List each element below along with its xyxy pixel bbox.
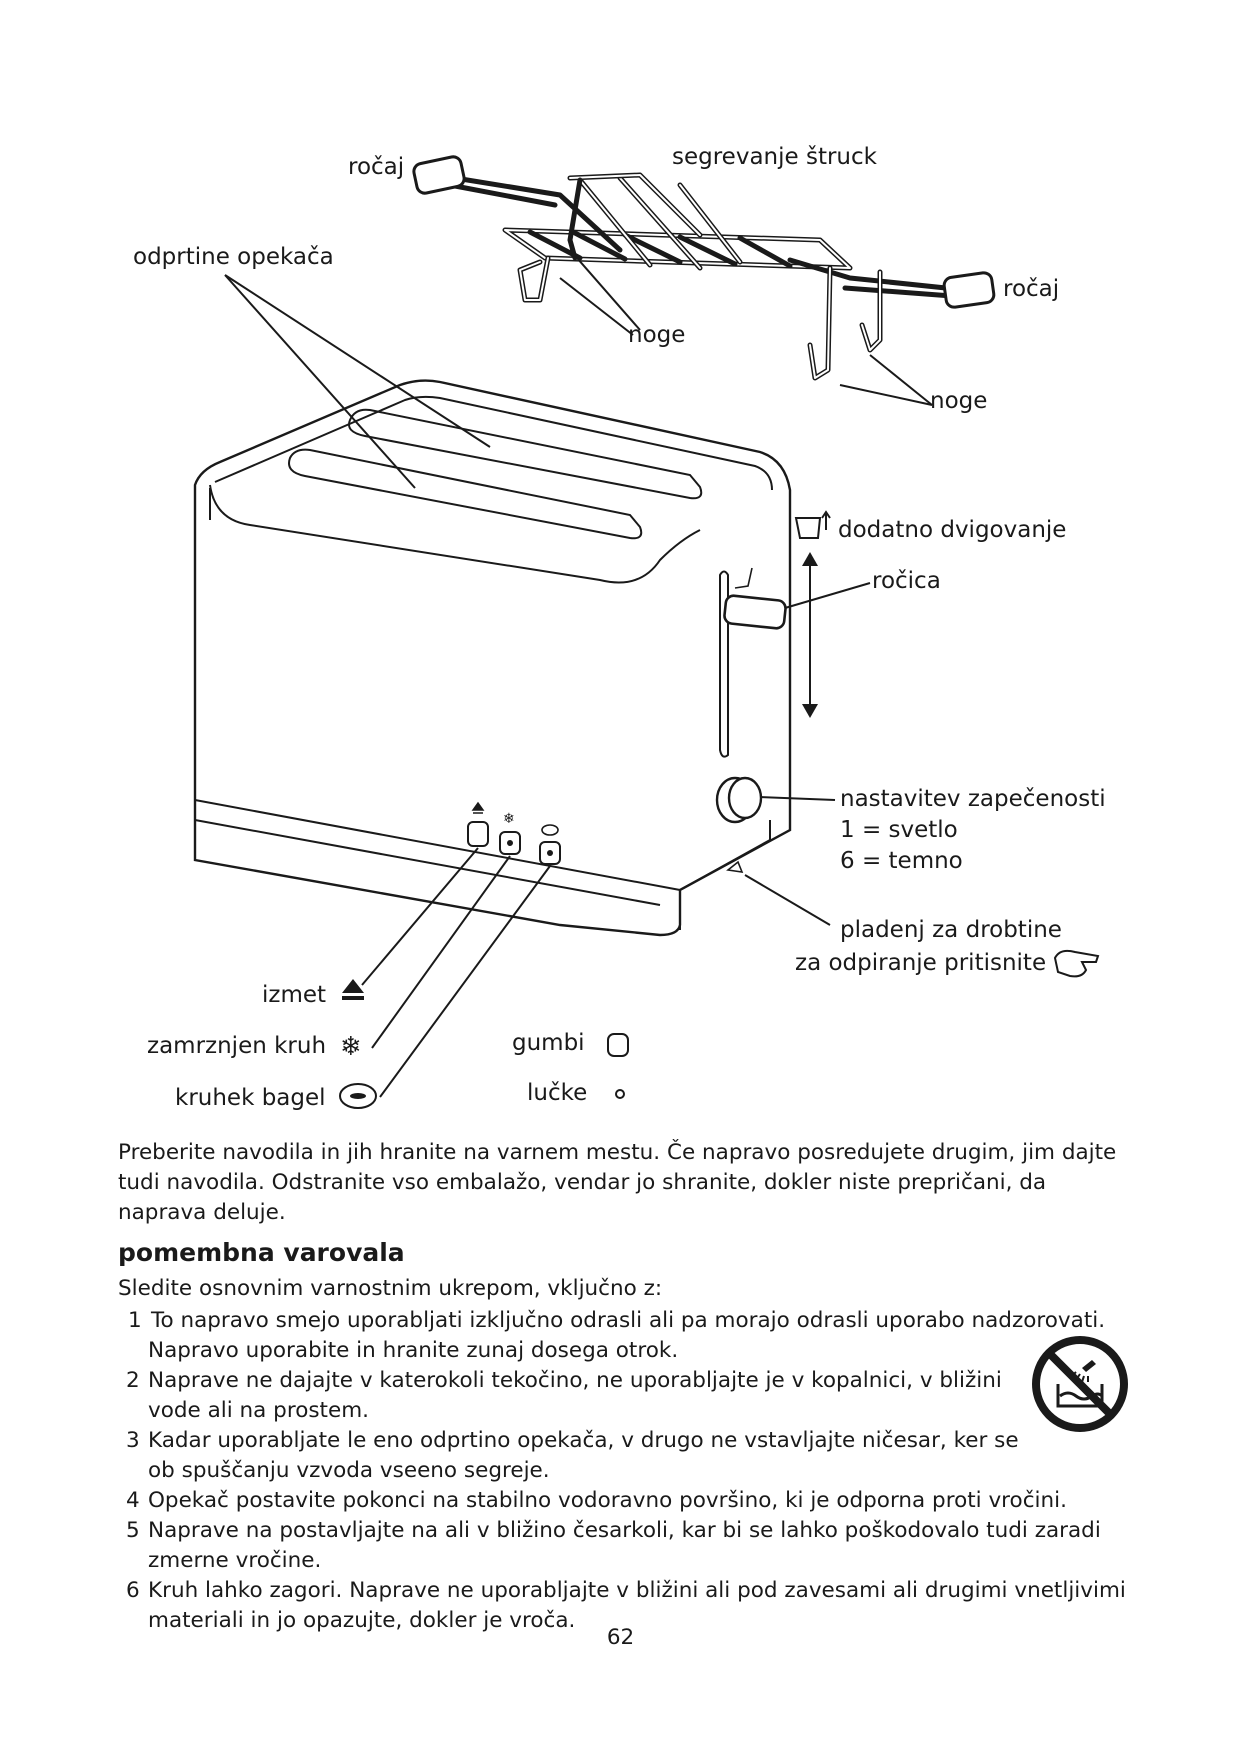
label-bagel: kruhek bagel (175, 1085, 326, 1111)
label-crumb-tray: pladenj za drobtine (840, 917, 1062, 943)
label-lights: lučke (527, 1080, 587, 1106)
bun-warming-rack (412, 155, 996, 381)
snowflake-icon: ❄ (340, 1032, 362, 1062)
eject-icon (342, 979, 364, 1000)
label-handle-right: ročaj (1003, 276, 1059, 302)
page-number: 62 (606, 1625, 635, 1650)
label-extra-lift: dodatno dvigovanje (838, 517, 1066, 543)
pointing-hand-icon (1053, 949, 1100, 978)
label-handle-top: ročaj (348, 154, 404, 180)
no-water-icon (1032, 1336, 1128, 1432)
label-lever: ročica (872, 568, 941, 594)
label-browning: nastavitev zapečenosti (840, 786, 1106, 812)
svg-text:❄: ❄ (503, 811, 515, 827)
toaster-diagram: ❄ ročaj segrevanje štruck ročaj odprtine… (133, 144, 1106, 1111)
button-icon (607, 1033, 629, 1057)
control-buttons: ❄ (467, 801, 561, 865)
label-buttons: gumbi (512, 1030, 585, 1056)
light-dot-icon (615, 1089, 625, 1099)
label-crumb-tray-press: za odpiranje pritisnite (795, 950, 1046, 976)
leader-lines (224, 249, 933, 1098)
lift-icon (794, 510, 831, 539)
lead-text: Sledite osnovnim varnostnim ukrepom, vkl… (118, 1276, 663, 1301)
intro-paragraph: Preberite navodila in jih hranite na var… (118, 1140, 1117, 1225)
label-browning-light: 1 = svetlo (840, 817, 958, 843)
bagel-icon (339, 1083, 377, 1109)
label-bun-warming: segrevanje štruck (672, 144, 878, 170)
label-feet-b: noge (930, 388, 987, 414)
label-feet-a: noge (628, 322, 685, 348)
section-heading: pomembna varovala (118, 1238, 405, 1267)
label-slots: odprtine opekača (133, 244, 334, 270)
label-eject: izmet (262, 982, 326, 1008)
toaster-body: ❄ (193, 379, 792, 937)
label-frozen: zamrznjen kruh (147, 1033, 326, 1059)
label-browning-dark: 6 = temno (840, 848, 963, 874)
